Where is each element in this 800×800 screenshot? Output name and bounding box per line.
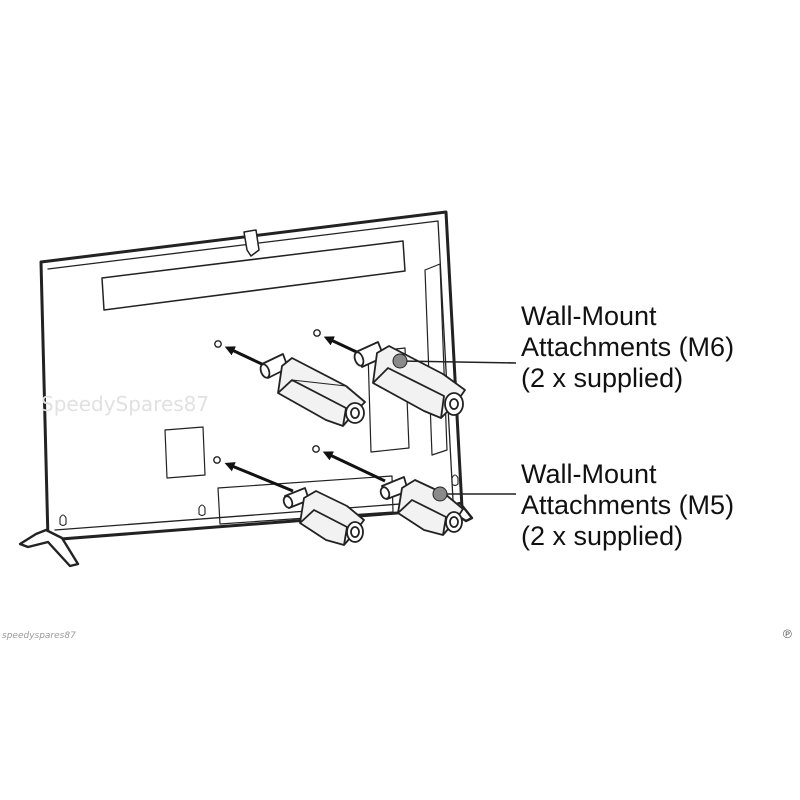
attachment-m5-right [379, 476, 464, 536]
arrow-top-left [224, 346, 267, 368]
callout-dot-m6 [392, 353, 408, 369]
arrow-bottom-left [224, 462, 294, 493]
callout-m6-attachments: Wall-Mount Attachments (M6) (2 x supplie… [521, 301, 734, 394]
ebay-logo-icon: ℗ [783, 627, 792, 641]
callout-m5-line-1: Wall-Mount [521, 459, 657, 489]
callout-m6-line-2: Attachments (M6) [521, 332, 735, 362]
mounting-hole-bottom-left [213, 456, 221, 464]
callout-m6-line-1: Wall-Mount [521, 301, 657, 331]
mounting-holes [213, 329, 321, 464]
footer-watermark-text: speedyspares87 [2, 631, 76, 641]
attachment-m6-left [259, 353, 366, 427]
callout-m5-line-2: Attachments (M5) [521, 490, 735, 520]
callout-leaders [392, 353, 517, 502]
mounting-hole-bottom-right [312, 445, 320, 453]
mounting-hole-top-left [214, 340, 222, 348]
callout-m5-attachments: Wall-Mount Attachments (M5) (2 x supplie… [521, 459, 734, 552]
callout-m5-line-3: (2 x supplied) [521, 521, 684, 551]
callout-dot-m5 [432, 486, 448, 502]
mounting-hole-top-right [313, 329, 321, 337]
arrow-bottom-right [322, 451, 386, 483]
callout-m6-line-3: (2 x supplied) [521, 363, 684, 393]
leader-line-m6 [399, 360, 517, 364]
watermark-text: SpeedySpares87 [41, 392, 210, 416]
insertion-arrows [224, 336, 386, 493]
attachment-m5-left [282, 487, 365, 546]
